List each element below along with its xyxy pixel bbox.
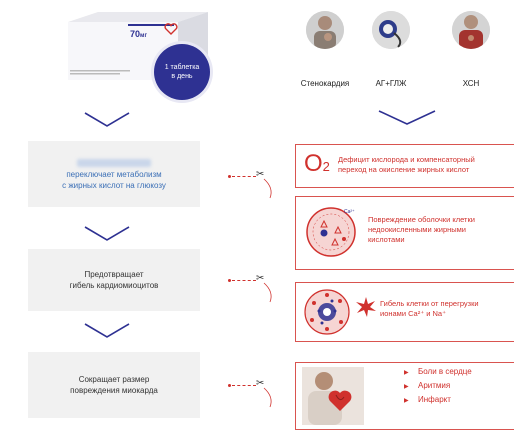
effect-text-line: Повреждение оболочки клетки [368, 215, 475, 224]
effect-box-membrane: Ca²⁺ Повреждение оболочки клетки недооки… [295, 196, 514, 270]
cell-burst-icon [304, 289, 350, 335]
blurred-drug-name [76, 159, 151, 168]
outcome-list: ▶ Боли в сердце ▶ Аритмия ▶ Инфаркт [404, 367, 472, 409]
effect-text: Дефицит кислорода и компенсаторный перех… [338, 155, 475, 175]
chevron-down-icon [84, 323, 130, 338]
effect-text-line: недоокисленными жирными [368, 225, 466, 234]
condition-photo-hypertension [372, 11, 410, 49]
patient-heart-photo [302, 367, 364, 425]
list-item: ▶ Боли в сердце [404, 367, 472, 376]
burst-star-icon [356, 297, 376, 317]
condition-photo-angina [306, 11, 344, 49]
step-box-reduce: Сокращает размер повреждения миокарда [28, 352, 200, 418]
effect-text-line: кислотами [368, 235, 405, 244]
effect-text-line: Гибель клетки от перегрузки [380, 299, 479, 308]
list-item: ▶ Инфаркт [404, 395, 472, 404]
condition-label-angina: Стенокардия [300, 79, 350, 88]
outcome-text: Боли в сердце [418, 367, 472, 376]
outcome-text: Инфаркт [418, 395, 451, 404]
chevron-down-icon [84, 226, 130, 241]
oxygen-letter: O [304, 150, 323, 177]
connector-dot [228, 384, 231, 387]
outcome-text: Аритмия [418, 381, 451, 390]
step-text: с жирных кислот на глюкозу [62, 180, 166, 190]
effect-text-line: ионами Ca²⁺ и Na⁺ [380, 309, 447, 318]
cell-membrane-icon [306, 207, 356, 257]
effect-text-line: переход на окисление жирных кислот [338, 165, 470, 174]
product-dose-unit: мг [140, 33, 147, 39]
curve-arrow-icon [263, 178, 272, 199]
scissors-icon: ✂ [256, 169, 265, 180]
condition-label-hypertension: АГ+ГЛЖ [375, 79, 407, 88]
dosage-badge-text: 1 таблетка в день [164, 64, 200, 80]
product-dose-value: 70 [130, 29, 141, 39]
curve-arrow-icon [263, 282, 272, 303]
chevron-down-icon [84, 112, 130, 127]
condition-photo-heart-failure [452, 11, 490, 49]
effect-box-cell-death: Гибель клетки от перегрузки ионами Ca²⁺ … [295, 282, 514, 342]
connector-dash [232, 176, 256, 177]
scissors-icon: ✂ [256, 273, 265, 284]
oxygen-symbol: O2 [304, 150, 330, 181]
effect-text-line: Дефицит кислорода и компенсаторный [338, 155, 475, 164]
connector-dot [228, 175, 231, 178]
step-box-metabolism: переключает метаболизм с жирных кислот н… [28, 141, 200, 207]
effect-text: Гибель клетки от перегрузки ионами Ca²⁺ … [380, 299, 479, 319]
condition-label-heart-failure: ХСН [462, 79, 480, 88]
effect-box-oxygen: O2 Дефицит кислорода и компенсаторный пе… [295, 144, 514, 188]
step-text: гибель кардиомиоцитов [69, 281, 159, 290]
triangle-bullet-icon: ▶ [404, 398, 409, 404]
ion-label: Ca²⁺ [344, 209, 355, 215]
connector-dash [232, 385, 256, 386]
product-dose: 70мг [130, 29, 147, 39]
step-text: Предотвращает [84, 270, 144, 279]
connector-dash [232, 280, 256, 281]
step-text: Сокращает размер [78, 375, 150, 384]
step-box-prevent: Предотвращает гибель кардиомиоцитов [28, 249, 200, 311]
effect-text: Повреждение оболочки клетки недоокисленн… [368, 215, 475, 245]
step-text: повреждения миокарда [70, 386, 158, 395]
triangle-bullet-icon: ▶ [404, 370, 409, 376]
triangle-bullet-icon: ▶ [404, 384, 409, 390]
outcome-box: ▶ Боли в сердце ▶ Аритмия ▶ Инфаркт [295, 362, 514, 430]
connector-dot [228, 279, 231, 282]
curve-arrow-icon [263, 387, 272, 408]
heart-logo-icon [164, 23, 178, 35]
dosage-badge: 1 таблетка в день [154, 44, 210, 100]
step-text: переключает метаболизм [66, 169, 162, 179]
scissors-icon: ✂ [256, 378, 265, 389]
oxygen-subscript: 2 [322, 159, 330, 174]
list-item: ▶ Аритмия [404, 381, 472, 390]
chevron-down-icon [378, 110, 436, 125]
